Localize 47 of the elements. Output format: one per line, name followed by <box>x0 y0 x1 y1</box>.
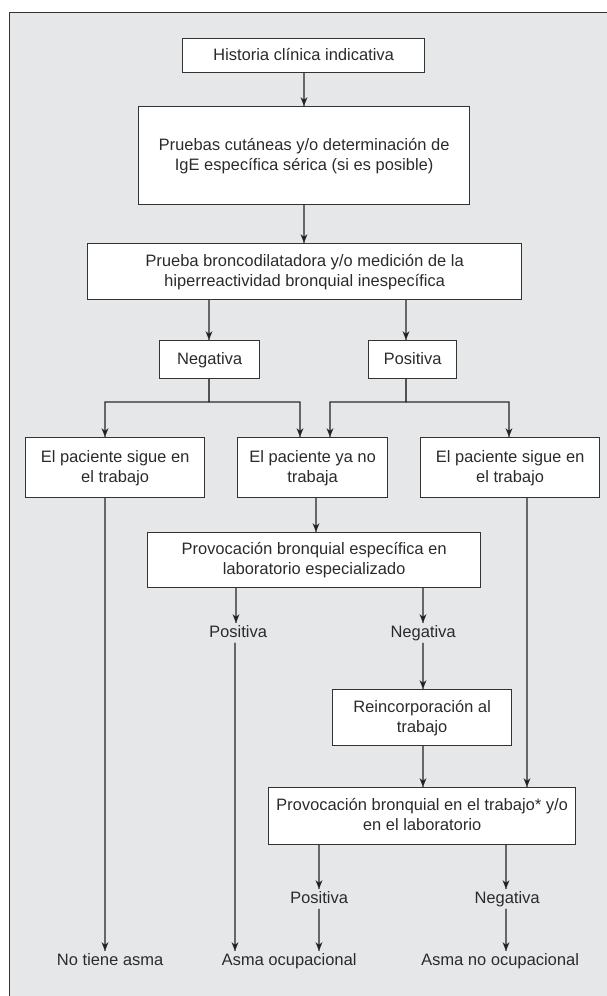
process-box <box>182 38 425 73</box>
arrow <box>419 588 427 623</box>
arrow <box>315 908 323 951</box>
process-box <box>420 437 600 498</box>
box-text: Prueba broncodilatadora y/o medición de la hiperreactividad bronquial inespecífica <box>144 252 465 292</box>
process-box <box>159 340 260 379</box>
arrow <box>208 379 304 437</box>
process-box <box>332 689 512 746</box>
process-box <box>237 437 388 498</box>
process-box <box>368 340 457 379</box>
arrow <box>300 73 308 106</box>
outcome-label: Negativa <box>389 623 457 643</box>
arrow <box>300 205 308 243</box>
process-box <box>25 437 205 498</box>
box-text: El paciente ya no trabaja <box>248 448 377 488</box>
box-text: Pruebas cutáneas y/o determinación de IgE específica sérica (si es posible) <box>158 136 450 176</box>
box-text: Provocación bronquial en el trabajo* y/o en el laboratorio <box>275 796 569 836</box>
box-text: Provocación bronquial específica en laboratorio especializado <box>180 540 448 580</box>
arrow <box>402 300 410 340</box>
arrow <box>502 845 510 889</box>
outcome-label: Positiva <box>208 623 268 643</box>
arrow <box>231 642 239 951</box>
process-box <box>147 532 481 588</box>
arrow <box>205 300 213 340</box>
box-text: Positiva <box>384 350 442 370</box>
arrow <box>101 498 109 951</box>
arrow <box>312 498 320 532</box>
outcome-label: Negativa <box>473 889 541 909</box>
arrow <box>232 588 240 623</box>
box-text: El paciente sigue en el trabajo <box>40 448 190 488</box>
arrow <box>502 908 510 951</box>
outcome-label: Asma no ocupacional <box>420 951 580 971</box>
box-text: El paciente sigue en el trabajo <box>434 448 586 488</box>
outcome-label: Asma ocupacional <box>220 951 358 971</box>
arrow <box>405 379 513 437</box>
box-text: Historia clínica indicativa <box>213 46 394 66</box>
arrow <box>523 498 531 787</box>
outcome-label: No tiene asma <box>56 951 164 971</box>
process-box <box>138 106 470 205</box>
arrow <box>419 642 427 689</box>
process-box <box>268 787 576 845</box>
outcome-label: Positiva <box>289 889 349 909</box>
box-text: Negativa <box>176 350 242 370</box>
arrow <box>419 746 427 787</box>
box-text: Reincorporación al trabajo <box>352 698 492 738</box>
process-box <box>87 243 522 300</box>
arrow <box>315 845 323 889</box>
